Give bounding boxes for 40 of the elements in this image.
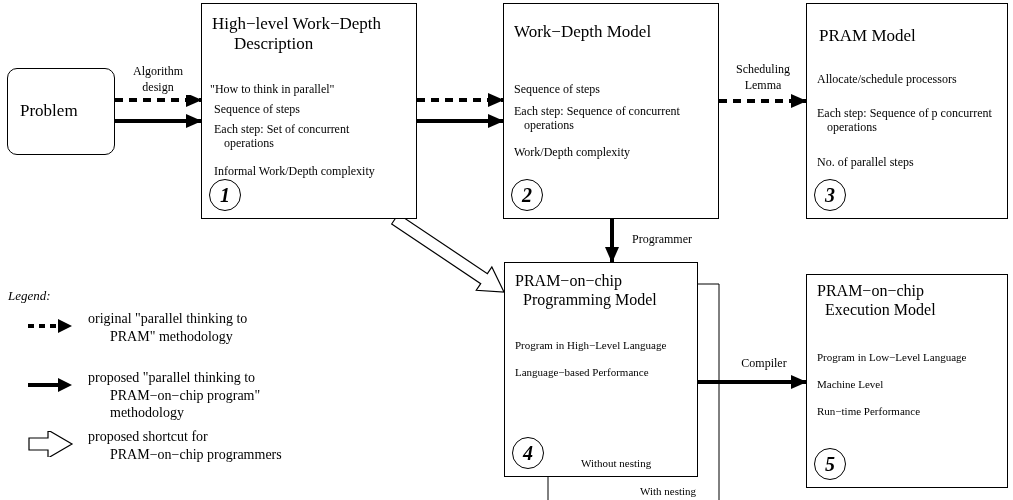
box-text: "How to think in parallel"	[210, 82, 335, 97]
legend-text: original "parallel thinking to PRAM" methodology	[88, 310, 249, 345]
box-text: Problem	[20, 101, 78, 122]
box-text: Without nesting	[581, 457, 652, 471]
box-text: Language−based Performance	[515, 366, 649, 380]
legend-text: proposed "parallel thinking to PRAM−on−chip program" methodology	[88, 369, 262, 422]
arrow	[605, 219, 619, 263]
box-title: PRAM Model	[819, 26, 916, 47]
arrow	[698, 375, 807, 389]
box-text: Each step: Sequence of concurrent operations	[514, 104, 681, 133]
box-text: No. of parallel steps	[817, 155, 914, 170]
process-box	[806, 274, 1008, 488]
box-title: PRAM−on−chip Programming Model	[515, 271, 658, 310]
box-text: Machine Level	[817, 378, 884, 392]
arrow	[115, 114, 202, 128]
box-title: Work−Depth Model	[514, 22, 652, 43]
box-text: Informal Work/Depth complexity	[214, 164, 375, 179]
box-title: PRAM−on−chip Execution Model	[817, 281, 937, 320]
box-text: Program in Low−Level Language	[817, 351, 967, 365]
box-text: Program in High−Level Language	[515, 339, 667, 353]
arrow	[417, 114, 504, 128]
legend-text: proposed shortcut for PRAM−on−chip programmers	[88, 428, 283, 463]
process-box	[503, 3, 719, 219]
box-text: Sequence of steps	[214, 102, 300, 117]
process-box	[806, 3, 1008, 219]
dashed-arrow	[719, 94, 807, 108]
dashed-arrow	[115, 93, 202, 107]
rounded-box	[7, 68, 115, 155]
box-text: Allocate/schedule processors	[817, 72, 957, 87]
box-text: Work/Depth complexity	[514, 145, 630, 160]
box-text: Each step: Set of concurrent operations	[214, 122, 351, 151]
legend-heading: Legend:	[8, 287, 51, 305]
box-text: With nesting	[640, 485, 697, 499]
dashed-arrow	[417, 93, 504, 107]
box-title: High−level Work−Depth Description	[212, 14, 383, 55]
box-text: Run−time Performance	[817, 405, 921, 419]
process-box	[504, 262, 698, 477]
box-text: Sequence of steps	[514, 82, 600, 97]
box-text: Each step: Sequence of p concurrent operations	[817, 106, 993, 135]
process-box	[201, 3, 417, 219]
